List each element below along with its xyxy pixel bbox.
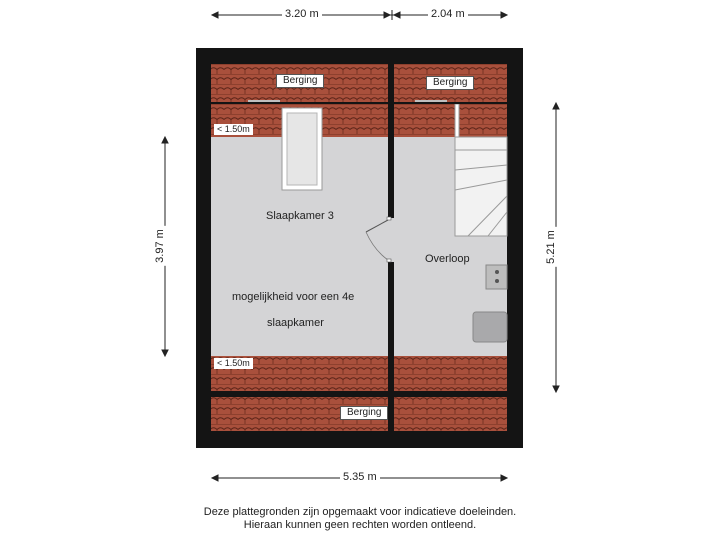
knee-wall-top xyxy=(211,102,507,104)
roof-slope-right-top xyxy=(394,104,507,137)
disclaimer-line2: Hieraan kunnen geen rechten worden ontle… xyxy=(243,519,477,531)
dimension-bottom: 5.35 m xyxy=(340,471,380,483)
room-label-slaapkamer: Slaapkamer 3 xyxy=(266,210,334,222)
height-marker-top: < 1.50m xyxy=(214,124,253,135)
berging-bottom: Berging xyxy=(340,406,389,420)
room-label-overloop: Overloop xyxy=(425,253,470,265)
berging-top-right: Berging xyxy=(426,76,475,90)
dimension-left: 3.97 m xyxy=(153,226,166,266)
berging-top-left: Berging xyxy=(276,74,325,88)
knee-wall-bottom xyxy=(211,391,507,397)
roof-slope-right-bottom xyxy=(394,356,507,391)
dimension-top-right: 2.04 m xyxy=(428,8,468,20)
dimension-right: 5.21 m xyxy=(544,227,557,267)
room-note-line1: mogelijkheid voor een 4e xyxy=(232,291,355,303)
appliance xyxy=(472,264,508,343)
disclaimer-line1: Deze plattegronden zijn opgemaakt voor i… xyxy=(203,506,517,518)
door xyxy=(365,216,394,263)
dimension-top-left: 3.20 m xyxy=(282,8,322,20)
room-note-line2: slaapkamer xyxy=(267,317,324,329)
height-marker-bottom: < 1.50m xyxy=(214,358,253,369)
skylight xyxy=(281,107,323,191)
staircase xyxy=(454,103,508,237)
